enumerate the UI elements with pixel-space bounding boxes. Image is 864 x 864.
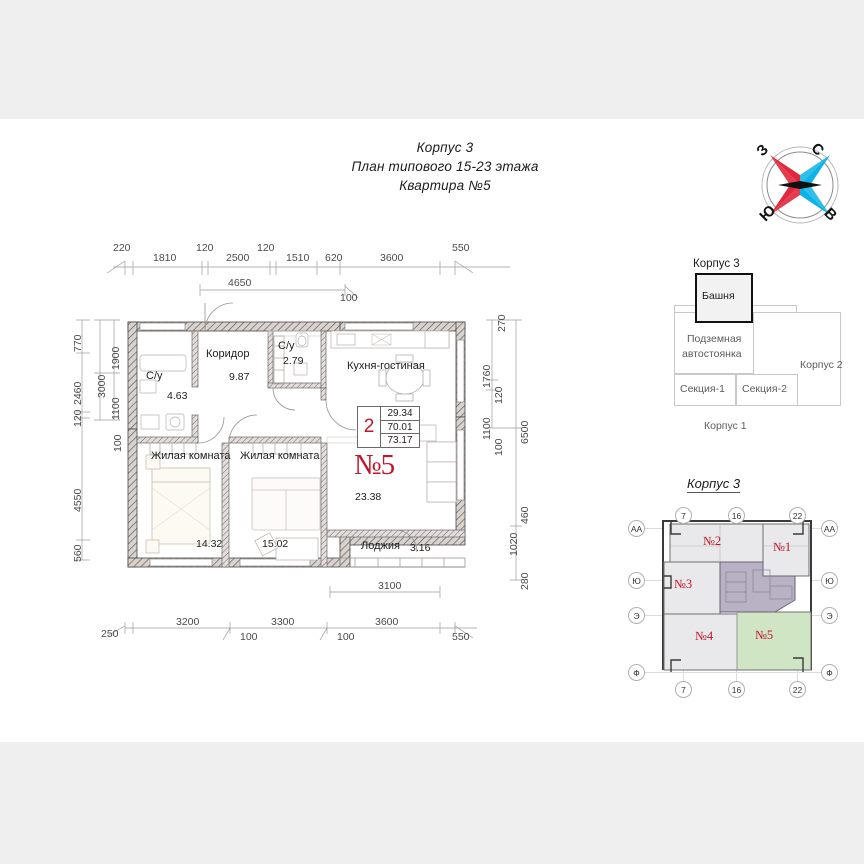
site-box-section2 — [736, 374, 798, 406]
site-parking-line1: Подземная — [687, 333, 742, 345]
key-plan: Корпус 3 — [625, 476, 850, 706]
room-label-kitchen-living: Кухня-гостиная — [347, 360, 425, 372]
axis-bubble-left-yu: Ю — [628, 572, 645, 589]
title-apartment: Квартира №5 — [399, 178, 491, 193]
axis-line-h-f — [645, 672, 830, 673]
room-area-bedroom-2: 15.02 — [262, 538, 289, 550]
dim-top-2: 120 — [196, 242, 214, 254]
compass-icon — [761, 146, 839, 224]
area-summary-table: 2 29.34 70.01 73.17 — [357, 406, 420, 448]
key-apt-label-4[interactable]: №4 — [695, 629, 714, 643]
room-label-bathroom-2: С/у — [278, 340, 295, 352]
room-area-bedroom-1: 14.32 — [196, 538, 223, 550]
site-diagram: Корпус 3 Башня Подземная автостоянка Сек… — [660, 255, 855, 440]
axis-bubble-right-e: Э — [821, 607, 838, 624]
dim-bottom-4: 100 — [337, 631, 355, 643]
dim-bottom-2: 100 — [240, 631, 258, 643]
total-area-value: 70.01 — [381, 421, 419, 435]
dim-top-inner-0: 4650 — [228, 277, 252, 289]
axis-bubble-left-f: Ф — [628, 664, 645, 681]
key-apt-label-3[interactable]: №3 — [674, 577, 693, 591]
dim-bottom-0: 250 — [101, 628, 119, 640]
dim-top-inner-1: 100 — [340, 292, 358, 304]
top-inner-dimension-line — [199, 284, 359, 299]
site-box-tower — [695, 273, 753, 323]
title-building: Корпус 3 — [416, 140, 474, 155]
total-with-loggia-value: 73.17 — [387, 435, 413, 447]
axis-bubble-top-7: 7 — [675, 507, 692, 524]
dim-top-5: 1510 — [286, 252, 310, 264]
bottom-inner-dimension-line — [329, 586, 441, 598]
rooms-count: 2 — [358, 407, 381, 447]
axis-bubble-left-aa: АА — [628, 520, 645, 537]
compass-rose: С В Ю З — [748, 133, 852, 237]
right-dimension-lines — [486, 319, 522, 581]
dim-top-7: 3600 — [380, 252, 404, 264]
room-area-loggia: 3.16 — [410, 542, 431, 554]
key-apt-label-2[interactable]: №2 — [703, 534, 722, 548]
site-section2-label: Секция-2 — [742, 383, 787, 395]
dim-top-3: 2500 — [226, 252, 250, 264]
axis-bubble-bottom-16: 16 — [728, 681, 745, 698]
apartment-number: №5 — [354, 449, 395, 481]
room-label-bathroom-1: С/у — [146, 370, 163, 382]
dim-bottom-inner-0: 3100 — [378, 580, 402, 592]
site-korpus2-label: Корпус 2 — [800, 359, 843, 371]
site-title: Корпус 3 — [693, 258, 740, 270]
site-tower-label: Башня — [702, 290, 735, 302]
dim-top-0: 220 — [113, 242, 131, 254]
room-label-korridor: Коридор — [206, 348, 250, 360]
top-dimension-lines — [106, 260, 510, 275]
dim-top-1: 1810 — [153, 252, 177, 264]
title-block: Корпус 3 План типового 15-23 этажа Кварт… — [300, 138, 590, 195]
site-section1-label: Секция-1 — [680, 383, 725, 395]
dim-top-8: 550 — [452, 242, 470, 254]
room-area-kitchen-living: 23.38 — [355, 491, 382, 503]
bottom-dimension-lines — [106, 622, 477, 641]
axis-bubble-right-aa: АА — [821, 520, 838, 537]
room-label-bedroom-2: Жилая комната — [240, 450, 320, 462]
axis-bubble-right-yu: Ю — [821, 572, 838, 589]
left-dimension-lines — [76, 319, 90, 561]
key-plan-title: Корпус 3 — [687, 476, 741, 493]
axis-bubble-bottom-22: 22 — [789, 681, 806, 698]
dim-bottom-3: 3300 — [271, 616, 295, 628]
dim-bottom-5: 3600 — [375, 616, 399, 628]
axis-bubble-top-16: 16 — [728, 507, 745, 524]
dim-bottom-6: 550 — [452, 631, 470, 643]
axis-bubble-top-22: 22 — [789, 507, 806, 524]
dim-top-6: 620 — [325, 252, 343, 264]
site-box-section1 — [674, 374, 736, 406]
dim-top-4: 120 — [257, 242, 275, 254]
room-label-loggia: Лоджия — [361, 540, 400, 552]
room-area-korridor: 9.87 — [229, 371, 250, 383]
key-apt-label-5[interactable]: №5 — [755, 628, 774, 642]
room-area-bathroom-2: 2.79 — [283, 355, 304, 367]
title-floor-plan: План типового 15-23 этажа — [351, 159, 539, 174]
axis-bubble-bottom-7: 7 — [675, 681, 692, 698]
dim-bottom-1: 3200 — [176, 616, 200, 628]
key-apt-label-1[interactable]: №1 — [773, 540, 792, 554]
left-inner-dimension-lines — [94, 319, 120, 421]
living-area-value: 29.34 — [381, 407, 419, 421]
room-label-bedroom-1: Жилая комната — [151, 450, 231, 462]
axis-bubble-right-f: Ф — [821, 664, 838, 681]
axis-bubble-left-e: Э — [628, 607, 645, 624]
room-area-bathroom-1: 4.63 — [167, 390, 188, 402]
key-plan-geometry — [663, 522, 812, 672]
site-korpus1-label: Корпус 1 — [704, 420, 747, 432]
site-parking-line2: автостоянка — [682, 348, 742, 360]
